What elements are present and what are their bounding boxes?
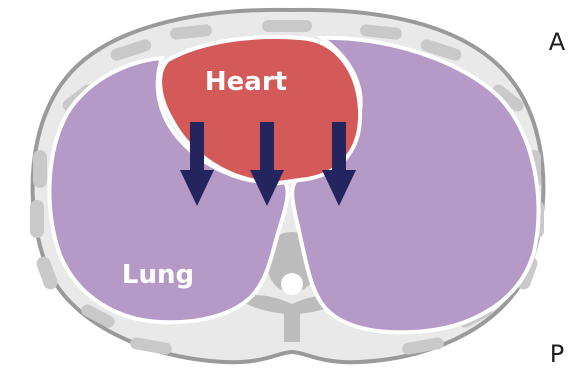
posterior-label: P [550,340,564,368]
lung-label: Lung [122,260,194,290]
heart-label: Heart [205,67,287,97]
anterior-label: A [549,28,566,56]
